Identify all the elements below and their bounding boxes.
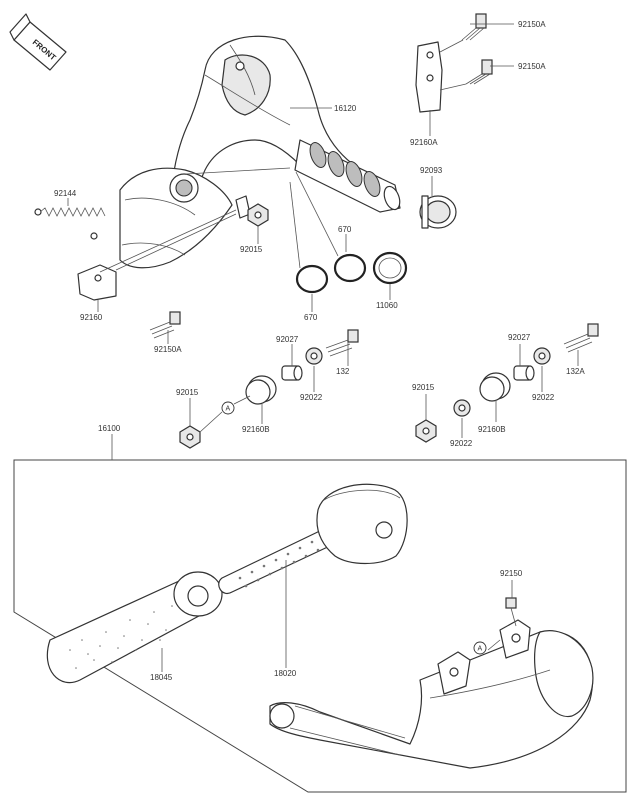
ref-mark-a-right-text: A: [478, 646, 483, 653]
washer-92022-a: [305, 347, 323, 365]
perforated-inner-pipe: [218, 527, 338, 594]
collar-92027-a: [281, 365, 303, 381]
callout-92015-a: 92015: [240, 245, 263, 254]
grommet-92160B-b: [479, 372, 511, 402]
callout-18045: 18045: [150, 673, 173, 682]
callout-132A: 132A: [566, 367, 585, 376]
bolt-132-a: [325, 329, 359, 357]
muffler-packing-18045: [46, 571, 223, 684]
callout-11060: 11060: [376, 301, 398, 310]
callout-92022-a: 92022: [300, 393, 323, 402]
callout-92150A-left: 92150A: [154, 345, 182, 354]
bolt-92150A-top: [439, 13, 487, 53]
callout-92022-b: 92022: [532, 393, 555, 402]
nut-92015-b: [179, 425, 201, 449]
front-direction-badge: FRONT: [9, 13, 67, 71]
callout-92160B-b: 92160B: [478, 425, 506, 434]
muffler-body-18020: [269, 597, 594, 769]
expansion-chamber-16120: [119, 35, 401, 269]
ref-mark-a-left-text: A: [226, 406, 231, 413]
ref-mark-a-left: A: [221, 401, 235, 415]
callout-labels: 92150A 92150A 16120 92160A 92093 92144 9…: [54, 20, 585, 682]
bracket-92160A: [415, 41, 443, 113]
collar-92093: [419, 195, 457, 229]
callout-92160B-a: 92160B: [242, 425, 270, 434]
callout-92027-a: 92027: [276, 335, 299, 344]
collar-92027-b: [513, 365, 535, 381]
callout-92015-b: 92015: [176, 388, 199, 397]
callout-92027-b: 92027: [508, 333, 531, 342]
leader-a-left: [199, 411, 223, 433]
ring-11060: [372, 251, 408, 285]
bolt-92150A-left: [149, 311, 181, 339]
packing-texture: [69, 605, 173, 669]
washer-92022-b: [533, 347, 551, 365]
callout-92093: 92093: [420, 166, 443, 175]
callout-16100: 16100: [98, 424, 121, 433]
callout-670-bot: 670: [304, 313, 318, 322]
callout-92150A-mid: 92150A: [518, 62, 546, 71]
callout-92022-c: 92022: [450, 439, 473, 448]
washer-92022-c: [453, 399, 471, 417]
grommet-92160B-a: [245, 375, 277, 405]
muffler-assembly-frame: [13, 459, 627, 793]
leader-a-left-2: [233, 395, 251, 405]
ref-mark-a-right: A: [473, 641, 487, 655]
callout-92150A-top: 92150A: [518, 20, 546, 29]
callout-18020: 18020: [274, 669, 297, 678]
nut-92015-c: [415, 419, 437, 443]
bolt-132A: [563, 323, 599, 353]
gasket-670-a: [295, 264, 329, 294]
bolt-92150A-mid: [439, 59, 493, 91]
callout-92160A: 92160A: [410, 138, 438, 147]
callout-92160: 92160: [80, 313, 103, 322]
bracket-92160: [77, 264, 117, 301]
callout-132-a: 132: [336, 367, 350, 376]
spring-92144: [34, 207, 106, 240]
callout-92015-c: 92015: [412, 383, 435, 392]
callout-670-top: 670: [338, 225, 352, 234]
callout-16120: 16120: [334, 104, 357, 113]
muffler-end-cap: [316, 483, 408, 565]
leader-lines: [67, 23, 579, 672]
callout-92144: 92144: [54, 189, 77, 198]
callout-92150: 92150: [500, 569, 523, 578]
gasket-670-b: [333, 253, 367, 283]
nut-92015-upper: [247, 203, 269, 227]
